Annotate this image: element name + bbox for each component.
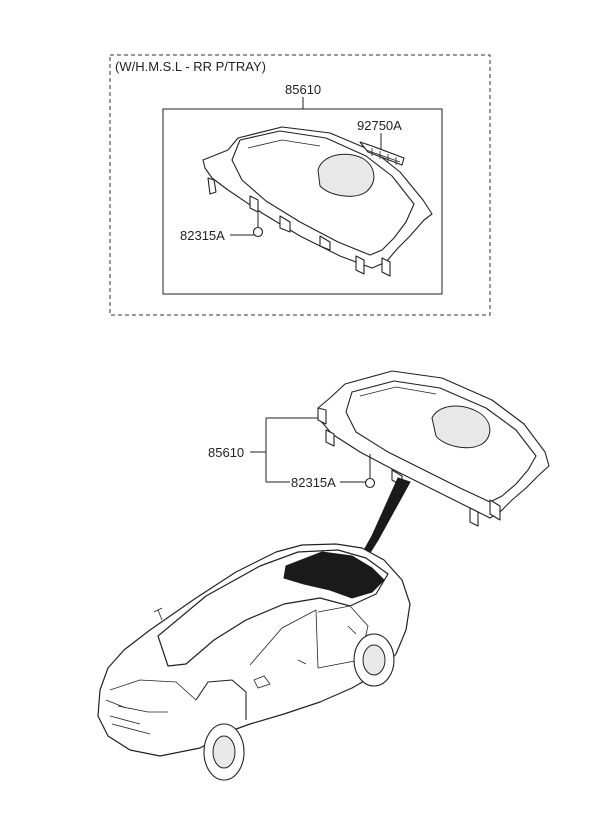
main-label-85610: 85610: [208, 445, 245, 460]
inset-label-82315a: 82315A: [180, 228, 225, 243]
inset-group: [109, 54, 491, 316]
main-bracket-leader: [250, 417, 366, 483]
inset-caption: (W/H.M.S.L - RR P/TRAY): [115, 59, 266, 74]
inset-dashed-frame: [109, 54, 491, 316]
inset-label-85610: 85610: [285, 82, 322, 97]
inset-label-92750a: 92750A: [357, 118, 402, 133]
vehicle-illustration: [97, 543, 411, 781]
inset-rear-package-tray: [202, 126, 433, 277]
main-rear-package-tray: [317, 370, 550, 527]
main-label-82315a: 82315A: [291, 475, 336, 490]
